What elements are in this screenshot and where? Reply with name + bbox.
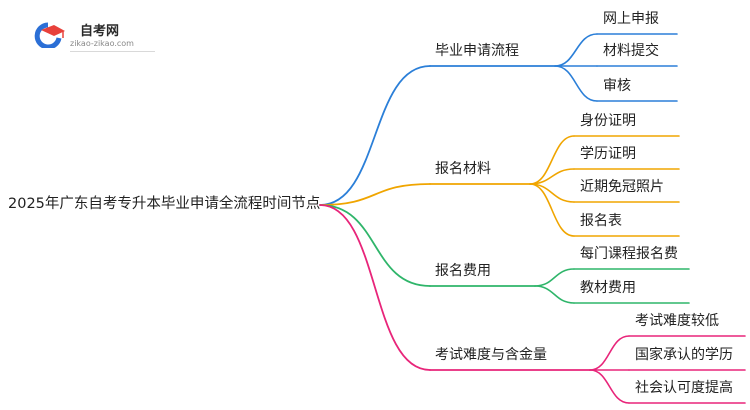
- leaf-4-3-curve: [589, 369, 630, 404]
- site-logo[interactable]: 自考网 zikao-zikao.com: [30, 18, 155, 52]
- leaf-degree-proof: 学历证明: [580, 146, 636, 162]
- branch-3-curve: [319, 204, 431, 287]
- leaf-submit-materials: 材料提交: [603, 43, 659, 59]
- leaf-low-difficulty: 考试难度较低: [635, 313, 719, 329]
- branch-4-curve: [319, 204, 431, 371]
- graduation-cap-icon: [34, 22, 65, 48]
- logo-title: 自考网: [80, 24, 120, 39]
- logo-divider: [70, 51, 155, 52]
- leaf-3-1-curve: [534, 268, 575, 287]
- leaf-id-proof: 身份证明: [580, 113, 636, 129]
- branch-2-label: 报名材料: [435, 161, 491, 177]
- root-node: 2025年广东自考专升本毕业申请全流程时间节点: [8, 196, 321, 212]
- leaf-course-fee: 每门课程报名费: [580, 246, 678, 262]
- leaf-national-recognized: 国家承认的学历: [635, 347, 733, 363]
- branch-3-label: 报名费用: [435, 263, 491, 279]
- branch-1-curve: [319, 65, 431, 206]
- leaf-1-3-curve: [554, 65, 598, 102]
- leaf-review: 审核: [603, 78, 631, 94]
- leaf-application-form: 报名表: [580, 213, 622, 229]
- leaf-textbook-fee: 教材费用: [580, 280, 636, 296]
- logo-url: zikao-zikao.com: [70, 39, 134, 48]
- leaf-online-apply: 网上申报: [603, 11, 659, 27]
- leaf-2-4-curve: [529, 183, 575, 237]
- leaf-3-2-curve: [534, 285, 575, 304]
- leaf-2-1-curve: [529, 135, 575, 185]
- branch-1-label: 毕业申请流程: [435, 43, 519, 59]
- branch-2-curve: [319, 183, 431, 206]
- leaf-social-recognition: 社会认可度提高: [635, 380, 733, 396]
- branch-4-label: 考试难度与含金量: [435, 347, 547, 363]
- leaf-4-1-curve: [589, 335, 630, 371]
- leaf-1-1-curve: [554, 33, 598, 67]
- leaf-photo: 近期免冠照片: [580, 179, 664, 195]
